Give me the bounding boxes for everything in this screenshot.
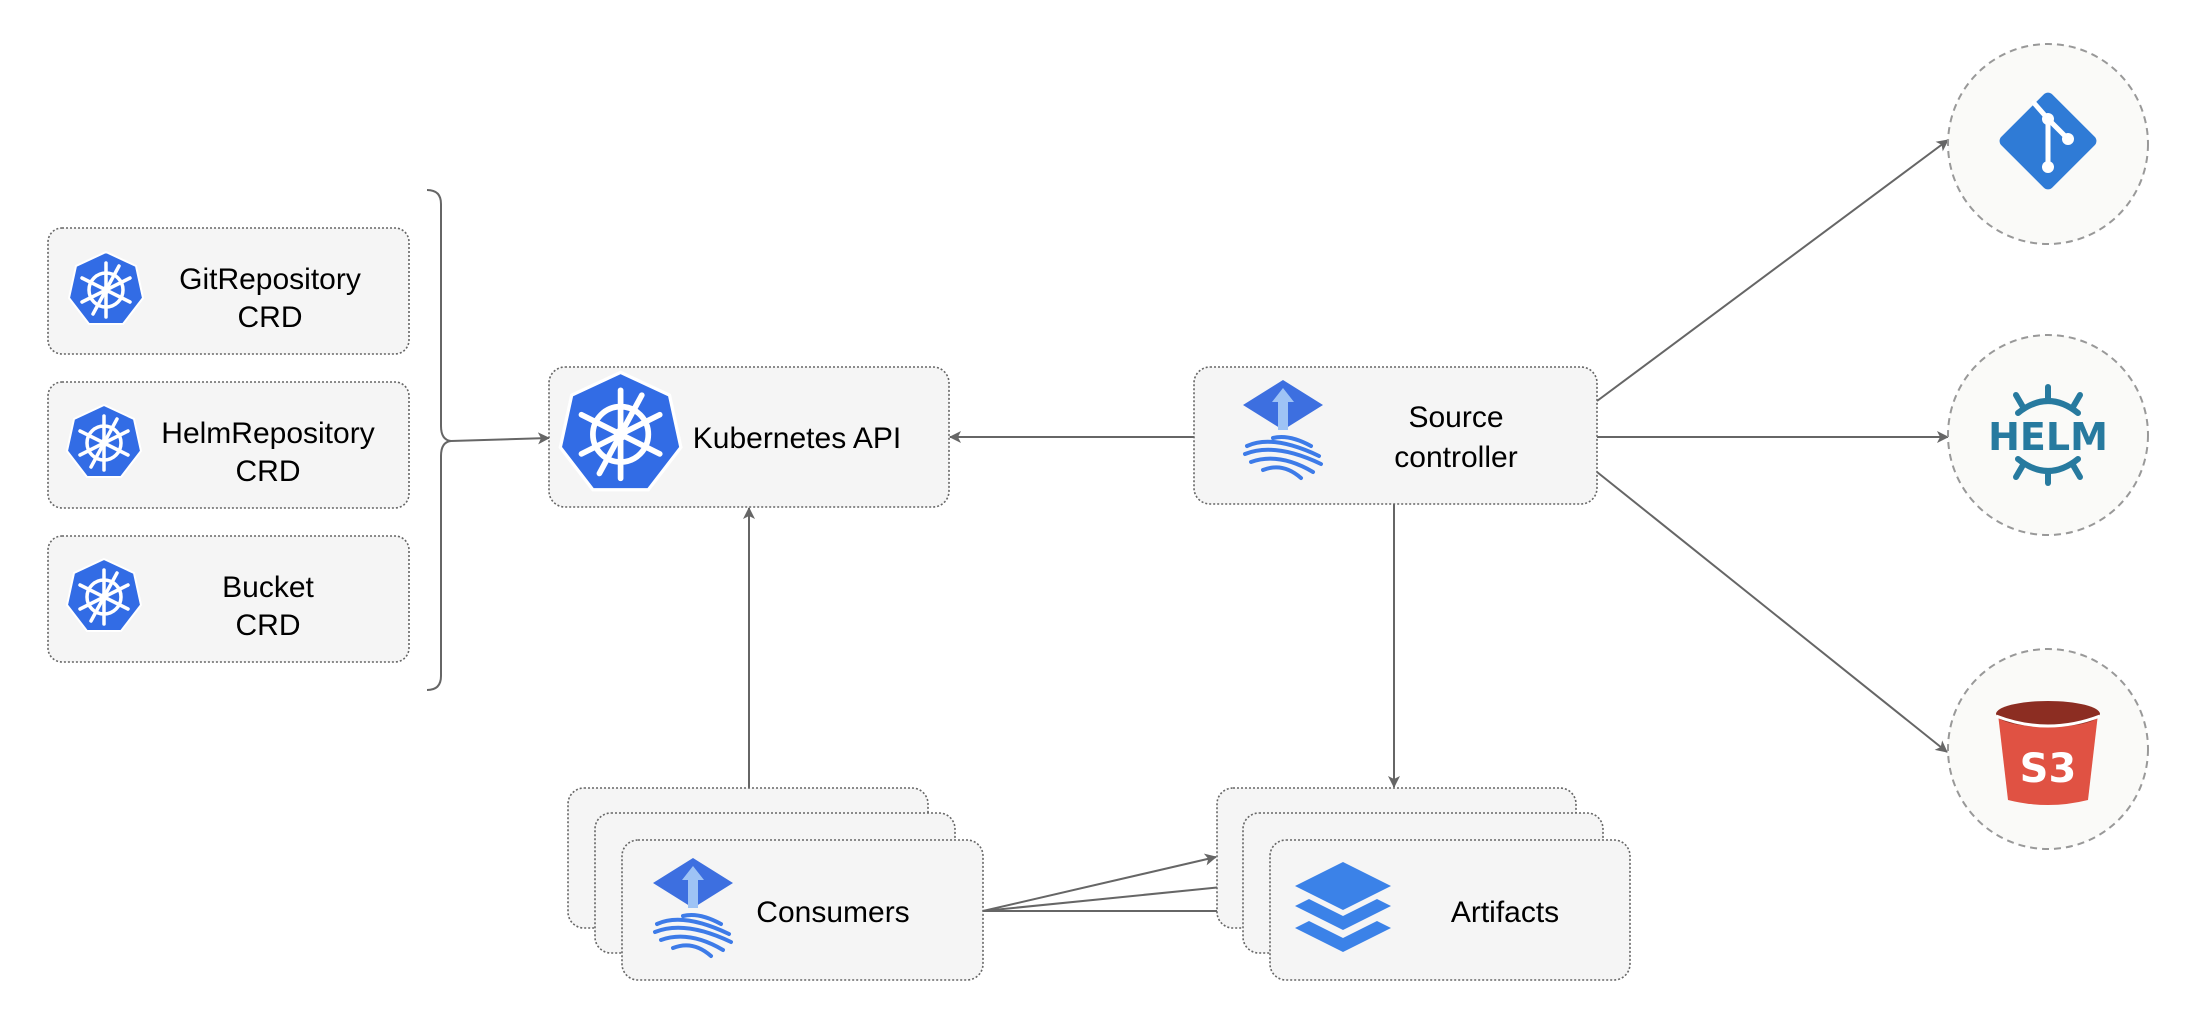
s3-node[interactable]: S3 xyxy=(1947,648,2149,850)
node-label: Artifacts xyxy=(1451,896,1559,929)
git-repository-crd-node[interactable]: GitRepository CRD xyxy=(47,227,410,355)
node-sublabel: CRD xyxy=(236,455,301,488)
edge-crds-to-k8s-api xyxy=(450,432,550,445)
consumers-node[interactable]: Consumers xyxy=(567,787,984,981)
git-node[interactable] xyxy=(1947,43,2149,245)
node-label: GitRepository xyxy=(179,263,361,296)
bucket-crd-node[interactable]: Bucket CRD xyxy=(47,535,410,663)
node-sublabel: CRD xyxy=(236,609,301,642)
node-label: Kubernetes API xyxy=(693,422,901,455)
edge-source-controller-to-s3 xyxy=(1596,471,1948,753)
git-icon xyxy=(1999,92,2097,190)
node-sublabel: CRD xyxy=(238,301,303,334)
artifacts-node[interactable]: Artifacts xyxy=(1216,787,1631,981)
edge-consumers-to-artifacts-2 xyxy=(982,880,1243,912)
edge-source-controller-to-git xyxy=(1596,139,1949,402)
helm-logo-text: HELM xyxy=(1988,415,2108,459)
helm-icon xyxy=(2013,384,2083,486)
s3-logo-text: S3 xyxy=(2020,746,2077,792)
node-label: HelmRepository xyxy=(161,417,374,450)
node-sublabel: controller xyxy=(1394,441,1517,474)
node-label: Bucket xyxy=(222,571,314,604)
node-label: Consumers xyxy=(756,896,909,929)
source-controller-node[interactable]: Source controller xyxy=(1193,366,1598,505)
edge-consumers-to-artifacts-1 xyxy=(982,853,1217,912)
helm-node[interactable]: HELM xyxy=(1947,334,2149,536)
node-label: Source xyxy=(1408,401,1503,434)
s3-bucket-icon xyxy=(1995,701,2101,805)
helm-repository-crd-node[interactable]: HelmRepository CRD xyxy=(47,381,410,509)
crd-brace xyxy=(426,189,452,691)
kubernetes-api-node[interactable]: Kubernetes API xyxy=(548,366,950,508)
edges xyxy=(426,139,1949,917)
